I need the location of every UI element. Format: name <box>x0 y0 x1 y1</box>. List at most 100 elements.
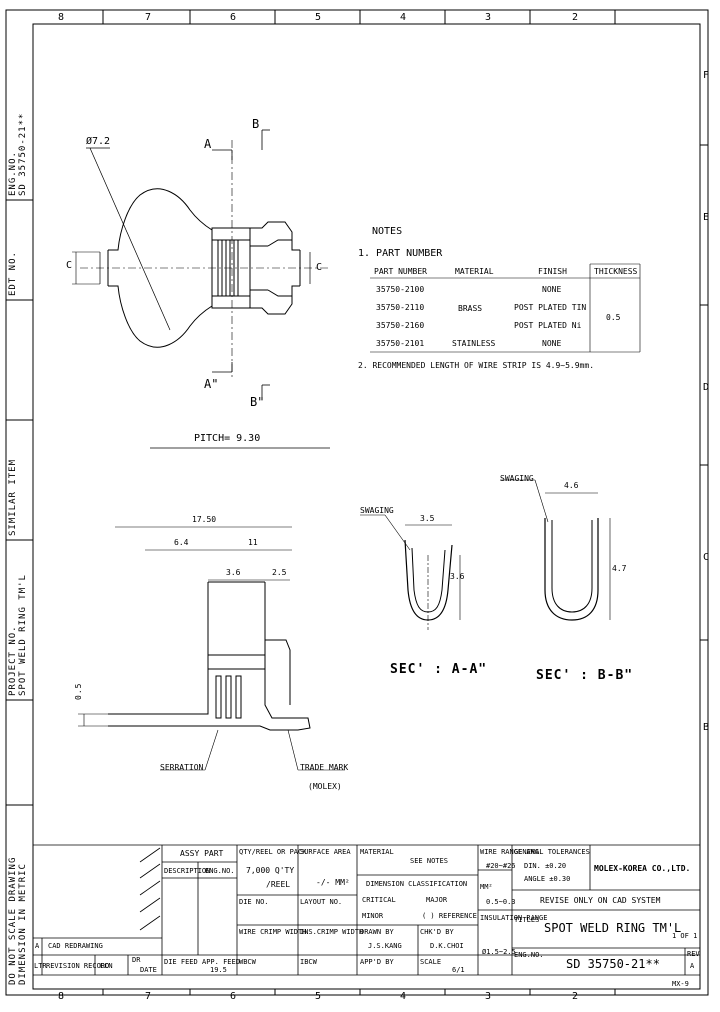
zone-right-f: F <box>703 70 710 81</box>
tb-engno: ENG.NO. <box>205 867 235 875</box>
zone-bottom-5: 5 <box>315 991 322 1002</box>
left-similar-item: SIMILAR ITEM <box>8 458 18 536</box>
section-b-bottom-label: B" <box>250 395 265 409</box>
tb-description: DESCRIPTION <box>164 867 211 875</box>
tb-company: MOLEX-KOREA CO.,LTD. <box>594 864 691 873</box>
section-bb-swaging: SWAGING <box>500 474 534 483</box>
tb-reel: /REEL <box>266 880 291 889</box>
tb-die-no: DIE NO. <box>239 898 269 906</box>
section-bb-width: 4.6 <box>564 481 579 490</box>
section-a-top-label: A <box>204 137 212 151</box>
tb-reference: ( ) REFERENCE <box>422 912 477 920</box>
notes-row3-part: 35750-2160 <box>376 321 425 330</box>
tb-surface-area: SURFACE AREA <box>300 848 351 856</box>
serration-label: SERRATION <box>160 763 204 772</box>
tb-minor: MINOR <box>362 912 384 920</box>
inner-frame <box>32 23 701 990</box>
zone-right-c: C <box>703 552 710 563</box>
tb-scale-val: 6/1 <box>452 966 465 974</box>
dim-3-6: 3.6 <box>226 568 241 577</box>
zone-right-b: B <box>703 722 710 733</box>
section-aa-height: 3.6 <box>450 572 465 581</box>
zone-bottom-8: 8 <box>58 991 65 1002</box>
tb-drawn-by: DRAWN BY <box>360 928 394 936</box>
notes-row3-finish: POST PLATED Ni <box>514 321 582 330</box>
tb-drawn-name: J.S.KANG <box>368 942 402 950</box>
notes-title: NOTES <box>372 226 403 237</box>
tb-chkd-by: CHK'D BY <box>420 928 454 936</box>
tb-titles-label: TITLES <box>514 916 540 924</box>
tb-angle: ANGLE ±0.30 <box>524 875 571 883</box>
tb-title: SPOT WELD RING TM'L <box>544 921 682 935</box>
tb-mm2-val: 0.5~0.3 <box>486 898 516 906</box>
zone-right-e: E <box>703 212 710 223</box>
tb-assy-part: ASSY PART <box>180 849 224 858</box>
zone-bottom-4: 4 <box>400 991 407 1002</box>
centerline-right-mark: C <box>316 262 323 273</box>
centerline-left-mark: C <box>66 260 73 271</box>
outer-frame <box>5 9 709 996</box>
tb-wire-crimp: WIRE CRIMP WIDTH <box>239 928 307 936</box>
tb-surface-val: -/- MM² <box>316 878 350 887</box>
left-eng-no-label: ENG.NO. <box>8 151 18 196</box>
pitch-dimension: PITCH= 9.30 <box>194 433 261 444</box>
section-bb-drawing <box>500 479 611 621</box>
notes-row4-part: 35750-2101 <box>376 339 425 348</box>
molex-label: (MOLEX) <box>308 782 342 791</box>
notes-header-finish: FINISH <box>538 267 567 276</box>
note-1: 1. PART NUMBER <box>358 248 443 259</box>
section-bb-title: SEC' : B-B" <box>536 668 634 683</box>
left-do-not-scale: DO NOT SCALE DRAWING <box>8 856 18 985</box>
tb-dim-class: DIMENSION CLASSIFICATION <box>366 880 468 888</box>
tb-ins-val: Ø1.5~2.5 <box>482 948 516 956</box>
tb-awg-val: #20~#26 <box>486 862 516 870</box>
tb-material: MATERIAL <box>360 848 394 856</box>
tb-scale: SCALE <box>420 958 442 966</box>
notes-row4-finish: NONE <box>542 339 562 348</box>
tb-form-number: MX-9 <box>672 980 689 988</box>
tb-major: MAJOR <box>426 896 448 904</box>
left-edt-no: EDT NO. <box>8 251 18 296</box>
section-b-top-label: B <box>252 117 260 131</box>
tb-revise-cad: REVISE ONLY ON CAD SYSTEM <box>540 896 661 905</box>
tb-die-feed: DIE FEED <box>164 958 198 966</box>
top-view-diameter: Ø7.2 <box>86 136 111 147</box>
section-a-bottom-label: A" <box>204 377 219 391</box>
tb-ibcw: IBCW <box>300 958 317 966</box>
tb-rev-label: REV <box>687 950 700 958</box>
tb-dr: DR <box>132 956 141 964</box>
left-eng-no-value: SD 35750-21** <box>18 112 28 196</box>
title-block-lines <box>33 844 700 976</box>
zone-right-d: D <box>703 382 710 393</box>
tb-din: DIN. ±0.20 <box>524 862 567 870</box>
tb-date: DATE <box>140 966 157 974</box>
notes-header-material: MATERIAL <box>455 267 494 276</box>
tb-revision-record: REVISION RECORD <box>46 962 110 970</box>
tb-wire-range: WIRE RANGE AWG <box>480 848 540 856</box>
left-project-no: PROJECT NO. <box>8 625 18 696</box>
zone-bottom-3: 3 <box>485 991 492 1002</box>
notes-row2-part: 35750-2110 <box>376 303 425 312</box>
zone-top-2: 2 <box>572 12 579 23</box>
notes-header-part-number: PART NUMBER <box>374 267 427 276</box>
top-view-drawing <box>72 129 330 449</box>
notes-row2-thickness: 0.5 <box>606 313 621 322</box>
tb-engno-value: SD 35750-21** <box>566 957 660 971</box>
tb-qty-val: 7,000 Q'TY <box>246 866 295 875</box>
section-aa-title: SEC' : A-A" <box>390 662 488 677</box>
tb-app-feed-val: 19.5 <box>210 966 227 974</box>
notes-table-lines <box>370 263 641 353</box>
tb-ltr: LTR <box>34 962 47 970</box>
zone-top-7: 7 <box>145 12 152 23</box>
left-dimension-metric: DIMENSION IN METRIC <box>18 863 28 985</box>
tb-appd-by: APP'D BY <box>360 958 394 966</box>
tb-critical: CRITICAL <box>362 896 396 904</box>
tb-general-tolerances: GENERAL TOLERANCES <box>514 848 590 856</box>
dim-left-length: 6.4 <box>174 538 189 547</box>
zone-top-8: 8 <box>58 12 65 23</box>
note-2: 2. RECOMMENDED LENGTH OF WIRE STRIP IS 4… <box>358 361 595 370</box>
trade-mark-label: TRADE MARK <box>300 763 349 772</box>
zone-bottom-6: 6 <box>230 991 237 1002</box>
notes-header-thickness: THICKNESS <box>594 267 638 276</box>
